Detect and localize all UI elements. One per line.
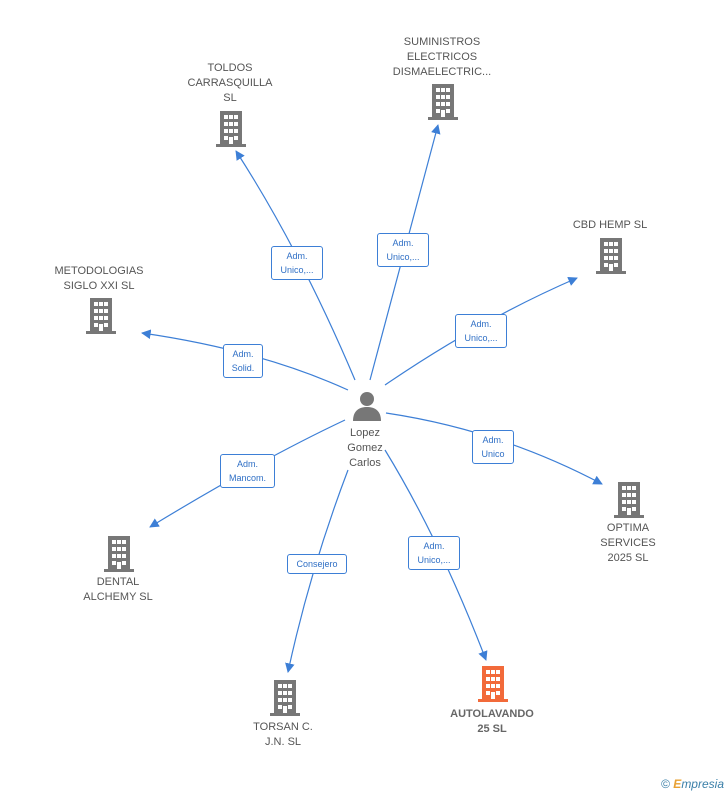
company-label-optima[interactable]: OPTIMA SERVICES 2025 SL bbox=[600, 521, 655, 566]
role-line: Unico bbox=[481, 449, 505, 459]
person-name[interactable]: Lopez Gomez Carlos bbox=[347, 426, 382, 471]
company-label-line: DISMAELECTRIC... bbox=[392, 66, 492, 78]
role-line: Unico,... bbox=[386, 252, 420, 262]
copyright-icon: © bbox=[661, 777, 670, 791]
person-name-line-1: Lopez bbox=[350, 427, 380, 439]
role-line: Unico,... bbox=[464, 333, 498, 343]
company-label-line: ALCHEMY SL bbox=[83, 591, 153, 603]
role-line: Unico,... bbox=[417, 555, 451, 565]
company-label-line: ELECTRICOS bbox=[406, 51, 478, 63]
brand-name: mpresia bbox=[681, 777, 724, 791]
company-label-line: TOLDOS bbox=[207, 62, 253, 74]
company-label-suministros[interactable]: SUMINISTROS ELECTRICOS DISMAELECTRIC... bbox=[393, 35, 491, 80]
building-icon-toldos[interactable] bbox=[216, 111, 246, 147]
empresia-logo: © Empresia bbox=[661, 777, 724, 791]
role-box-dental[interactable]: Adm. Mancom. bbox=[220, 454, 275, 488]
role-box-toldos[interactable]: Adm. Unico,... bbox=[271, 246, 323, 280]
role-line: Mancom. bbox=[228, 473, 266, 483]
company-label-line: CBD HEMP SL bbox=[572, 219, 648, 231]
building-icon-optima[interactable] bbox=[614, 482, 644, 518]
company-label-line: SL bbox=[223, 92, 237, 104]
company-label-line: 2025 SL bbox=[607, 552, 649, 564]
role-line: Solid. bbox=[231, 363, 255, 373]
role-line: Adm. bbox=[423, 541, 445, 551]
company-label-line: METODOLOGIAS bbox=[54, 265, 144, 277]
person-name-line-2: Gomez bbox=[347, 442, 383, 454]
company-label-toldos[interactable]: TOLDOS CARRASQUILLA SL bbox=[188, 61, 273, 106]
role-box-suministros[interactable]: Adm. Unico,... bbox=[377, 233, 429, 267]
company-label-line: AUTOLAVANDO bbox=[450, 708, 534, 720]
company-label-line: CARRASQUILLA bbox=[187, 77, 273, 89]
building-icon-cbd[interactable] bbox=[596, 238, 626, 274]
company-label-line: TORSAN C. bbox=[253, 721, 313, 733]
role-box-cbd[interactable]: Adm. Unico,... bbox=[455, 314, 507, 348]
company-label-metodologias[interactable]: METODOLOGIAS SIGLO XXI SL bbox=[54, 264, 143, 294]
role-box-optima[interactable]: Adm. Unico bbox=[472, 430, 514, 464]
role-line: Adm. bbox=[470, 319, 492, 329]
person-icon[interactable] bbox=[350, 390, 384, 422]
company-label-line: SERVICES bbox=[600, 537, 656, 549]
role-line: Adm. bbox=[236, 459, 258, 469]
role-line: Adm. bbox=[392, 238, 414, 248]
company-label-cbd[interactable]: CBD HEMP SL bbox=[573, 218, 647, 233]
building-icon-torsan[interactable] bbox=[270, 680, 300, 716]
company-label-line: DENTAL bbox=[96, 576, 140, 588]
role-box-torsan[interactable]: Consejero bbox=[287, 554, 347, 574]
brand-initial: E bbox=[673, 777, 682, 791]
role-line: Adm. bbox=[232, 349, 254, 359]
company-label-dental[interactable]: DENTAL ALCHEMY SL bbox=[83, 575, 153, 605]
company-label-torsan[interactable]: TORSAN C. J.N. SL bbox=[253, 720, 313, 750]
building-icon-suministros[interactable] bbox=[428, 84, 458, 120]
building-icon-autolavando[interactable] bbox=[478, 666, 508, 702]
role-line: Adm. bbox=[482, 435, 504, 445]
role-line: Consejero bbox=[296, 559, 338, 569]
company-label-autolavando[interactable]: AUTOLAVANDO 25 SL bbox=[450, 707, 534, 737]
company-label-line: 25 SL bbox=[477, 723, 507, 735]
role-line: Unico,... bbox=[280, 265, 314, 275]
role-line: Adm. bbox=[286, 251, 308, 261]
building-icon-metodologias[interactable] bbox=[86, 298, 116, 334]
building-icon-dental[interactable] bbox=[104, 536, 134, 572]
company-label-line: SIGLO XXI SL bbox=[63, 280, 135, 292]
company-label-line: J.N. SL bbox=[264, 736, 302, 748]
role-box-metodologias[interactable]: Adm. Solid. bbox=[223, 344, 263, 378]
company-label-line: SUMINISTROS bbox=[403, 36, 481, 48]
company-label-line: OPTIMA bbox=[606, 522, 650, 534]
role-box-autolavando[interactable]: Adm. Unico,... bbox=[408, 536, 460, 570]
person-name-line-3: Carlos bbox=[349, 457, 381, 469]
